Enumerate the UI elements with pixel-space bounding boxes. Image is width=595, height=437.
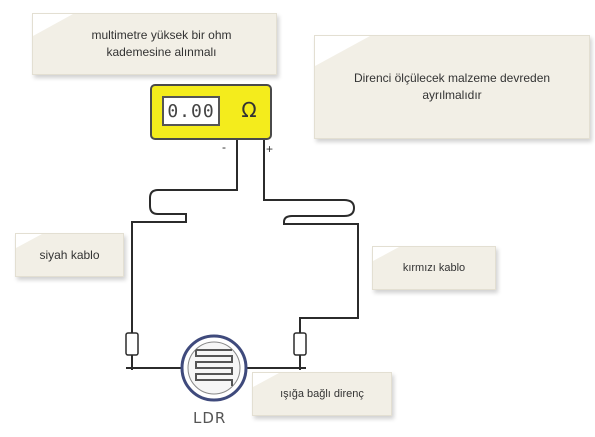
black-wire [131, 122, 238, 333]
multimeter: 0.00 Ω [150, 84, 272, 140]
black-probe [125, 332, 139, 370]
note-red-cable: kırmızı kablo [372, 246, 496, 290]
note-resistance-disconnect: Direnci ölçülecek malzeme devreden ayrıl… [314, 35, 590, 139]
multimeter-display: 0.00 [162, 96, 220, 126]
note-black-cable-text: siyah kablo [39, 247, 100, 262]
note-multimeter-line2: kademesine alınmalı [106, 45, 217, 59]
note-multimeter-line1: multimetre yüksek bir ohm [91, 28, 232, 42]
ldr-label: LDR [193, 409, 227, 427]
note-direnc-line2: ayrılmalıdır [422, 88, 482, 102]
ldr-component [180, 334, 248, 402]
note-light-dependent-resistor: ışığa bağlı direnç [252, 372, 392, 416]
note-multimeter-setting: multimetre yüksek bir ohm kademesine alı… [32, 13, 277, 75]
note-black-cable: siyah kablo [15, 233, 124, 277]
plus-terminal-label: + [266, 142, 274, 156]
note-red-cable-text: kırmızı kablo [402, 261, 466, 274]
note-ldr-text: ışığa bağlı direnç [280, 387, 364, 400]
ohm-symbol-icon: Ω [241, 98, 257, 122]
minus-terminal-label: - [222, 140, 226, 154]
note-direnc-line1: Direnci ölçülecek malzeme devreden [353, 71, 551, 85]
red-wire [263, 122, 359, 333]
red-probe [293, 332, 307, 370]
